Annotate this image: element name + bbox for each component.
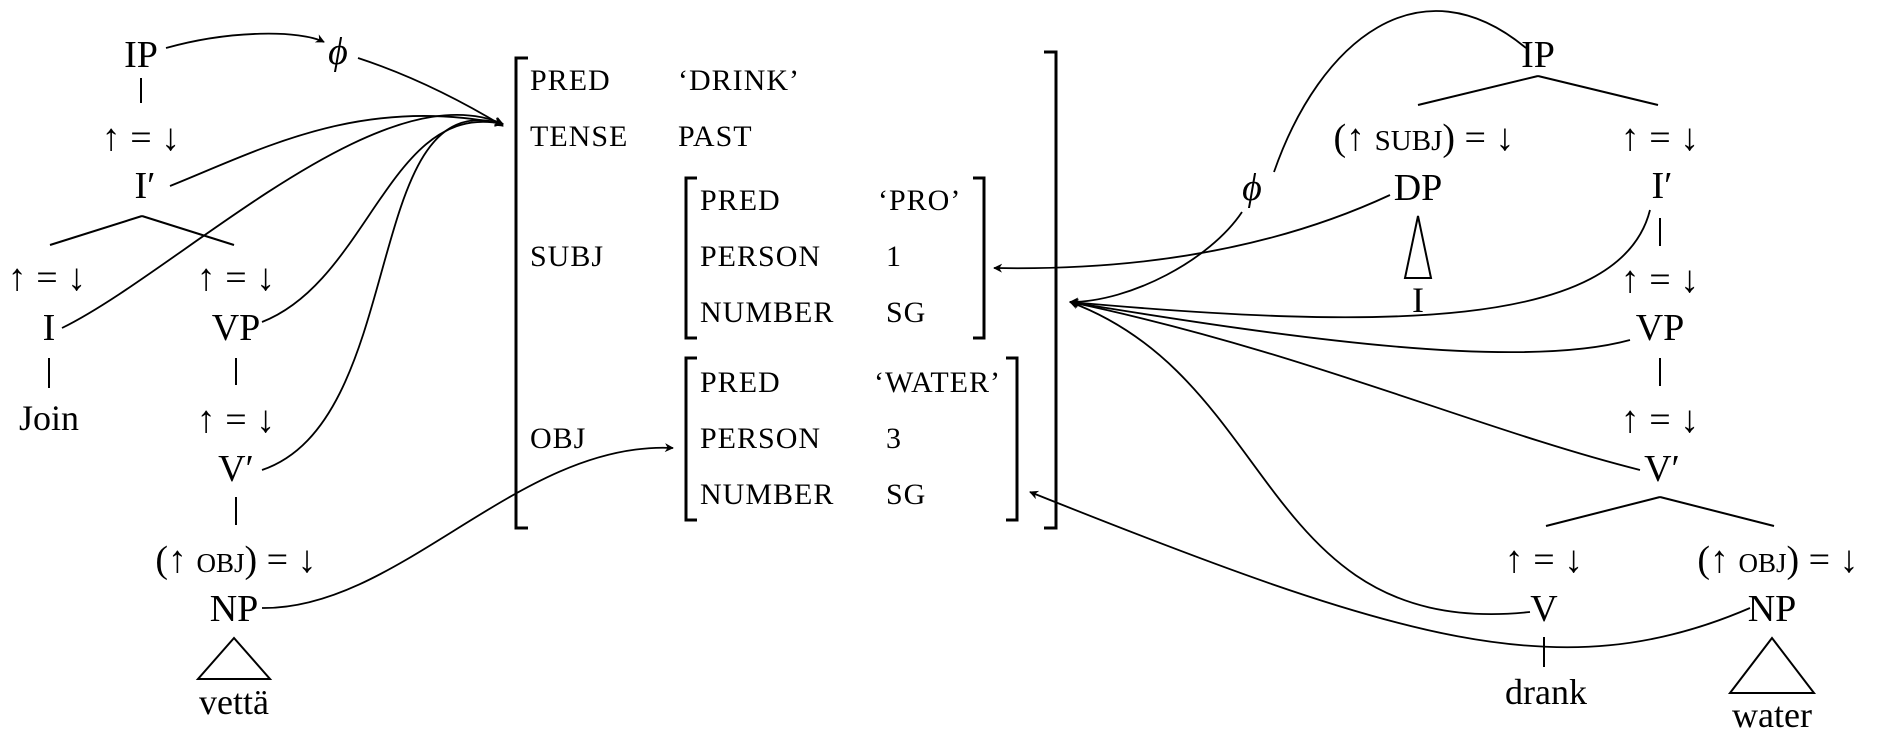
right-dp-node: DP	[1394, 167, 1443, 209]
arrow-ribar-fs	[1069, 209, 1651, 319]
right-vbar-annotation: ↑ = ↓	[1621, 399, 1699, 441]
left-vbar-annotation: ↑ = ↓	[197, 399, 275, 441]
right-phi-label: ϕ	[1242, 167, 1262, 209]
fs-attr-pred: PRED	[530, 64, 611, 97]
fs-obj-bracket-left	[684, 356, 697, 522]
fs-outer-bracket-left	[514, 56, 528, 530]
left-np-triangle	[195, 636, 273, 680]
phi-mappings-right	[993, 10, 1751, 649]
fs-obj-value-number: SG	[886, 478, 926, 511]
fs-obj-attr-person: PERSON	[700, 422, 821, 455]
right-vbar-branch-left	[1545, 496, 1661, 527]
right-word-water: water	[1732, 695, 1812, 735]
left-np-node: NP	[210, 588, 259, 630]
left-i-node: I	[43, 307, 56, 349]
left-obj-ann-close: ) = ↓	[245, 539, 317, 581]
right-c-structure: IP (↑ SUBJ) = ↓ DP I ϕ ↑ = ↓ I′ ↑ = ↓ VP…	[1242, 34, 1858, 735]
right-np-annotation: (↑ OBJ) = ↓	[1697, 539, 1858, 581]
left-ibar-annotation: ↑ = ↓	[102, 117, 180, 159]
arrow-v-fs	[1069, 300, 1531, 615]
fs-value-tense: PAST	[678, 120, 753, 153]
right-ibar-annotation: ↑ = ↓	[1621, 117, 1699, 159]
left-ibar-branch-left	[49, 215, 143, 246]
left-c-structure: IP ϕ ↑ = ↓ I′ ↑ = ↓ I Join ↑ = ↓ VP ↑ = …	[8, 31, 348, 722]
arrow-ibar-fs	[169, 114, 504, 187]
fs-obj-value-person: 3	[886, 422, 902, 455]
left-ibar-branch-right	[141, 215, 235, 246]
fs-attr-obj: OBJ	[530, 422, 586, 455]
right-subj-ann-label: SUBJ	[1375, 125, 1443, 157]
right-ip-node: IP	[1521, 34, 1555, 76]
arrow-np-obj	[261, 443, 674, 609]
right-np-node: NP	[1748, 588, 1797, 630]
fs-obj-attr-pred: PRED	[700, 366, 781, 399]
right-obj-ann-close: ) = ↓	[1787, 539, 1859, 581]
left-vbar-node: V′	[218, 448, 254, 490]
right-dp-annotation: (↑ SUBJ) = ↓	[1334, 117, 1515, 159]
left-vp-node: VP	[212, 307, 261, 349]
left-obj-ann-label: OBJ	[197, 548, 245, 578]
right-v-node: V	[1530, 588, 1558, 630]
phi-mappings-left	[61, 32, 674, 609]
right-subj-ann-close: ) = ↓	[1442, 117, 1514, 159]
left-np-annotation: (↑ OBJ) = ↓	[155, 539, 316, 581]
right-word-i: I	[1412, 280, 1424, 320]
fs-attr-tense: TENSE	[530, 120, 628, 153]
fs-obj-attr-number: NUMBER	[700, 478, 834, 511]
arrow-rvbar-fs	[1069, 299, 1641, 471]
arrow-vbar-fs	[261, 117, 504, 471]
arrow-vp-fs	[261, 117, 504, 323]
right-v-annotation: ↑ = ↓	[1505, 539, 1583, 581]
f-structure: PRED ‘DRINK’ TENSE PAST SUBJ PRED ‘PRO’ …	[514, 50, 1058, 530]
fs-subj-bracket-left	[684, 176, 697, 340]
arrow-rphi-fs	[1069, 211, 1243, 307]
fs-obj-bracket-right	[1006, 356, 1019, 522]
fs-obj-value-pred: ‘WATER’	[874, 366, 1001, 399]
fs-attr-subj: SUBJ	[530, 240, 604, 273]
arrow-phi-fs	[357, 57, 504, 127]
arrow-rvp-fs	[1069, 298, 1631, 354]
left-word-vetta: vettä	[199, 682, 269, 722]
left-ibar-node: I′	[135, 165, 156, 207]
left-phi-label: ϕ	[328, 31, 348, 73]
right-np-triangle	[1727, 636, 1817, 694]
right-word-drank: drank	[1505, 672, 1587, 712]
fs-subj-attr-person: PERSON	[700, 240, 821, 273]
right-ip-branch-left	[1417, 75, 1539, 106]
fs-subj-attr-pred: PRED	[700, 184, 781, 217]
arrow-dp-subj	[993, 194, 1391, 273]
right-dp-triangle	[1403, 215, 1433, 279]
left-obj-ann-open: (↑	[155, 539, 196, 581]
right-vp-annotation: ↑ = ↓	[1621, 259, 1699, 301]
fs-subj-attr-number: NUMBER	[700, 296, 834, 329]
left-ip-node: IP	[124, 34, 158, 76]
fs-value-pred: ‘DRINK’	[678, 64, 800, 97]
fs-subj-value-person: 1	[886, 240, 902, 273]
fs-subj-value-number: SG	[886, 296, 926, 329]
left-word-join: Join	[19, 398, 79, 438]
fs-outer-bracket-right	[1044, 50, 1058, 530]
left-vp-annotation: ↑ = ↓	[197, 257, 275, 299]
right-vbar-branch-right	[1659, 496, 1775, 527]
arrow-ip-phi	[165, 32, 325, 49]
right-vbar-node: V′	[1644, 448, 1680, 490]
right-obj-ann-label: OBJ	[1739, 548, 1787, 578]
right-ibar-node: I′	[1652, 165, 1673, 207]
right-ip-branch-right	[1537, 75, 1659, 106]
arrow-i-fs	[61, 113, 504, 329]
right-vp-node: VP	[1636, 307, 1685, 349]
arrow-rnp-obj	[1029, 490, 1751, 649]
fs-subj-bracket-right	[973, 176, 986, 340]
fs-subj-value-pred: ‘PRO’	[878, 184, 961, 217]
right-obj-ann-open: (↑	[1697, 539, 1738, 581]
arrow-rip-phi	[1273, 10, 1527, 173]
left-i-annotation: ↑ = ↓	[8, 257, 86, 299]
right-subj-ann-open: (↑	[1334, 117, 1375, 159]
